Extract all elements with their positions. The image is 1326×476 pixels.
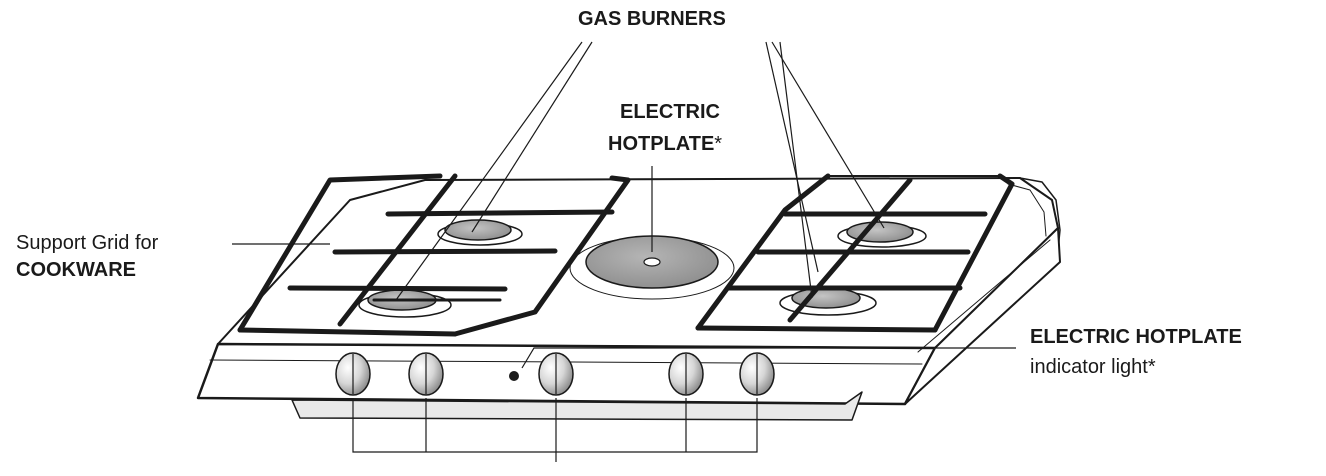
label-indicator-line1: ELECTRIC HOTPLATE: [1030, 326, 1242, 348]
gas-burner-back-left: [437, 219, 523, 246]
leader-gas-left-2: [471, 41, 593, 233]
knob-2[interactable]: [408, 352, 444, 396]
label-electric-hotplate-line1: ELECTRIC: [620, 101, 720, 123]
label-support-grid-line2: COOKWARE: [16, 259, 136, 281]
label-indicator-light: ELECTRIC HOTPLATE indicator light*: [1030, 322, 1242, 382]
label-support-grid: Support Grid for COOKWARE: [16, 230, 158, 284]
support-grid-right: [695, 173, 1015, 333]
under-tray: [291, 391, 863, 421]
leader-gas-left-1: [395, 41, 583, 301]
indicator-light: [509, 371, 519, 381]
knob-bracket: [352, 398, 758, 462]
label-electric-hotplate-line2: HOTPLATE: [608, 133, 715, 155]
knob-1[interactable]: [335, 352, 371, 396]
leader-gas-right-2: [765, 41, 819, 273]
label-electric-hotplate: ELECTRIC HOTPLATE*: [608, 96, 722, 160]
leader-gas-right-3: [779, 41, 813, 299]
leader-indicator: [521, 347, 1016, 369]
label-electric-hotplate-asterisk: *: [714, 133, 723, 155]
gas-burner-front-right: [779, 287, 877, 316]
label-indicator-line2: indicator light*: [1030, 356, 1156, 378]
control-knobs: [335, 352, 775, 396]
knob-3[interactable]: [538, 352, 574, 396]
electric-hotplate: [569, 235, 735, 300]
knob-5[interactable]: [739, 352, 775, 396]
support-grid-left: [237, 173, 631, 337]
leader-gas-right-1: [771, 41, 885, 229]
label-gas-burners-text: GAS BURNERS: [578, 8, 726, 30]
label-support-grid-line1: Support Grid for: [16, 232, 159, 254]
knob-4[interactable]: [668, 352, 704, 396]
label-gas-burners: GAS BURNERS: [578, 6, 726, 33]
leader-lines: [232, 41, 1016, 462]
